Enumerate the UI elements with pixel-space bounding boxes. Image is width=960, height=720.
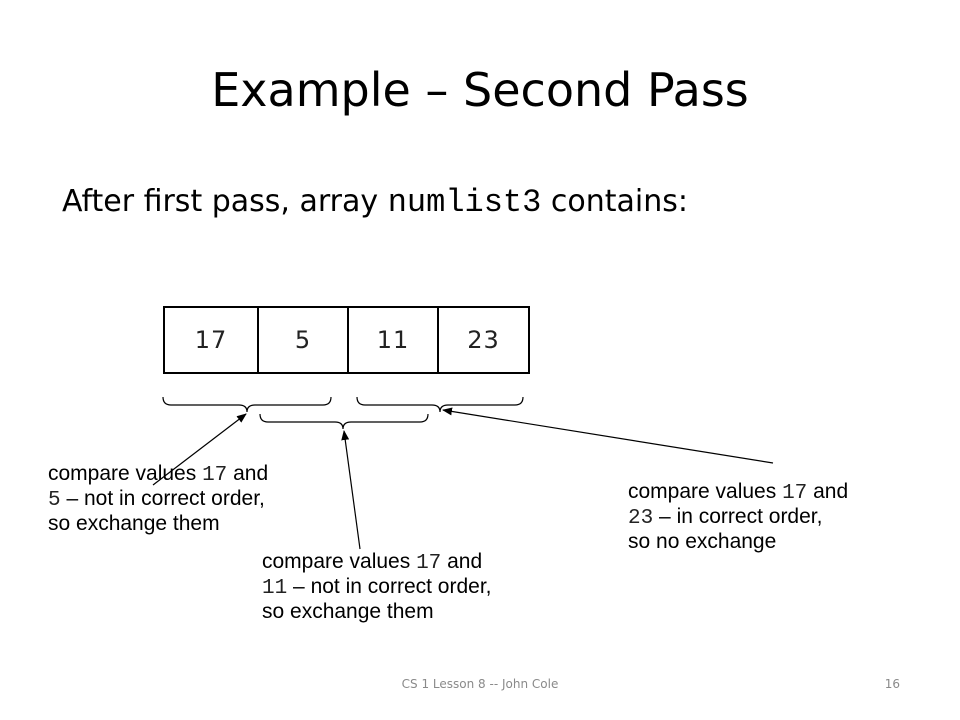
brace-pair-1 bbox=[162, 396, 332, 413]
array-numlist3: 17 5 11 23 bbox=[163, 306, 530, 374]
annotation-1-line-2: 5 – not in correct order, bbox=[48, 487, 268, 512]
annotation-3-line-3: so no exchange bbox=[628, 530, 777, 553]
annotation-3-line-2: 23 – in correct order, bbox=[628, 505, 848, 530]
subtitle-array-name: numlist3 bbox=[387, 184, 542, 221]
annotation-text: – not in correct order, bbox=[287, 575, 492, 598]
array-cell-0: 17 bbox=[165, 308, 259, 372]
annotation-code: 11 bbox=[262, 577, 288, 600]
annotation-code: 5 bbox=[48, 489, 61, 512]
annotation-text: compare values bbox=[262, 550, 417, 573]
brace-pair-2 bbox=[259, 413, 429, 430]
footer-text: CS 1 Lesson 8 -- John Cole bbox=[401, 677, 559, 691]
array-cell-2: 11 bbox=[349, 308, 439, 372]
annotation-text: compare values bbox=[48, 462, 203, 485]
arrow-2 bbox=[341, 430, 361, 550]
page-number: 16 bbox=[884, 677, 900, 691]
annotation-2-line-3: so exchange them bbox=[262, 600, 434, 623]
annotation-1: compare values 17 and 5 – not in correct… bbox=[48, 462, 268, 535]
annotation-2: compare values 17 and 11 – not in correc… bbox=[262, 550, 492, 623]
array-cell-1: 5 bbox=[259, 308, 349, 372]
slide-subtitle: After first pass, array numlist3 contain… bbox=[62, 180, 688, 225]
slide-title: Example – Second Pass bbox=[211, 63, 749, 117]
annotation-text: and bbox=[441, 550, 483, 573]
annotation-1-line-3: so exchange them bbox=[48, 512, 220, 535]
annotation-code: 17 bbox=[416, 552, 442, 575]
annotation-3-line-1: compare values 17 and bbox=[628, 480, 848, 505]
subtitle-text-before: After first pass, array bbox=[62, 184, 388, 219]
subtitle-text-after: contains: bbox=[541, 184, 688, 219]
annotation-text: compare values bbox=[628, 480, 783, 503]
annotation-text: and bbox=[227, 462, 269, 485]
annotation-text: and bbox=[807, 480, 849, 503]
annotation-1-line-1: compare values 17 and bbox=[48, 462, 268, 487]
arrow-3 bbox=[442, 407, 774, 464]
annotation-code: 17 bbox=[782, 482, 808, 505]
brace-pair-3 bbox=[356, 396, 524, 413]
annotation-code: 23 bbox=[628, 507, 654, 530]
annotation-3: compare values 17 and 23 – in correct or… bbox=[628, 480, 848, 553]
annotation-2-line-1: compare values 17 and bbox=[262, 550, 492, 575]
annotation-text: – in correct order, bbox=[653, 505, 823, 528]
annotation-2-line-2: 11 – not in correct order, bbox=[262, 575, 492, 600]
array-cell-3: 23 bbox=[439, 308, 530, 372]
annotation-text: – not in correct order, bbox=[60, 487, 265, 510]
annotation-code: 17 bbox=[202, 464, 228, 487]
